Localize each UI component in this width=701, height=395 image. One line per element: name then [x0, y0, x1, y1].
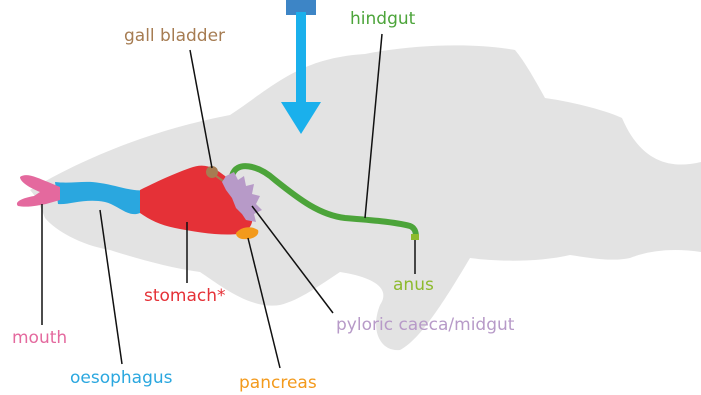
- anus-shape: [411, 234, 419, 240]
- label-stomach: stomach*: [144, 286, 226, 306]
- label-oesophagus: oesophagus: [70, 368, 173, 388]
- label-mouth: mouth: [12, 328, 67, 348]
- arrow-shaft: [296, 12, 306, 104]
- label-pancreas: pancreas: [239, 373, 317, 393]
- label-hindgut: hindgut: [350, 9, 416, 29]
- label-anus: anus: [393, 275, 434, 295]
- label-pyloric-caeca: pyloric caeca/midgut: [336, 315, 515, 335]
- label-gall-bladder: gall bladder: [124, 26, 225, 46]
